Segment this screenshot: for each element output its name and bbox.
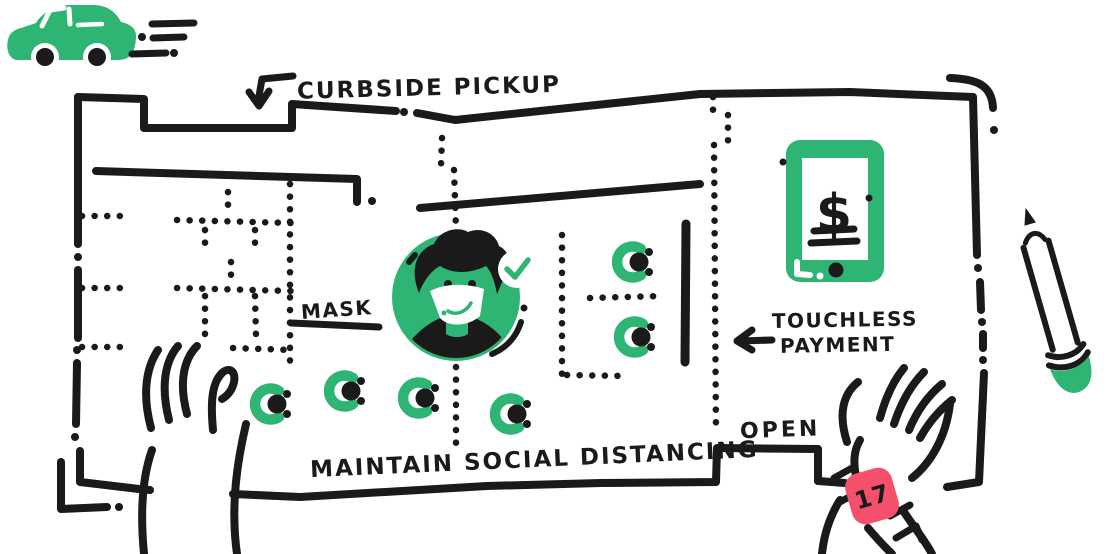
delivery-car-icon bbox=[7, 5, 136, 71]
checkout-counter bbox=[680, 219, 691, 367]
person-marker-icon bbox=[617, 247, 653, 278]
store-floorplan-walls bbox=[57, 74, 998, 513]
masked-shopper-avatar bbox=[392, 229, 536, 361]
currency-symbol: $ bbox=[816, 184, 852, 244]
person-marker-icon bbox=[403, 383, 439, 414]
payment-terminal-icon: $ bbox=[779, 140, 884, 282]
home-button bbox=[828, 262, 844, 278]
pencil-icon bbox=[1020, 207, 1092, 393]
person-marker-icon bbox=[329, 376, 365, 407]
mask-label: MASK bbox=[287, 295, 383, 331]
left-arrow-icon bbox=[736, 336, 776, 345]
touchless-text: TOUCHLESS bbox=[772, 306, 919, 333]
payment-text: PAYMENT bbox=[780, 332, 896, 358]
speed-lines-icon bbox=[128, 19, 198, 58]
open-text: OPEN bbox=[740, 416, 821, 444]
wristwatch-icon: 17 bbox=[845, 467, 899, 525]
dotted-aisles-and-paths bbox=[78, 93, 732, 448]
person-marker-icon bbox=[495, 399, 531, 430]
mask-text: MASK bbox=[300, 295, 373, 324]
social-distancing-text: MAINTAIN SOCIAL DISTANCING bbox=[310, 437, 759, 483]
person-marker-icon bbox=[255, 389, 291, 420]
touchless-payment-label: TOUCHLESS PAYMENT bbox=[733, 306, 919, 358]
right-hand-sketch: 17 bbox=[818, 364, 956, 554]
person-marker-icon bbox=[619, 322, 655, 353]
curbside-pickup-text: CURBSIDE PICKUP bbox=[297, 72, 562, 105]
down-arrow-icon bbox=[255, 72, 297, 100]
left-hand-sketch bbox=[138, 342, 250, 554]
verified-checkmark-icon bbox=[498, 250, 536, 288]
